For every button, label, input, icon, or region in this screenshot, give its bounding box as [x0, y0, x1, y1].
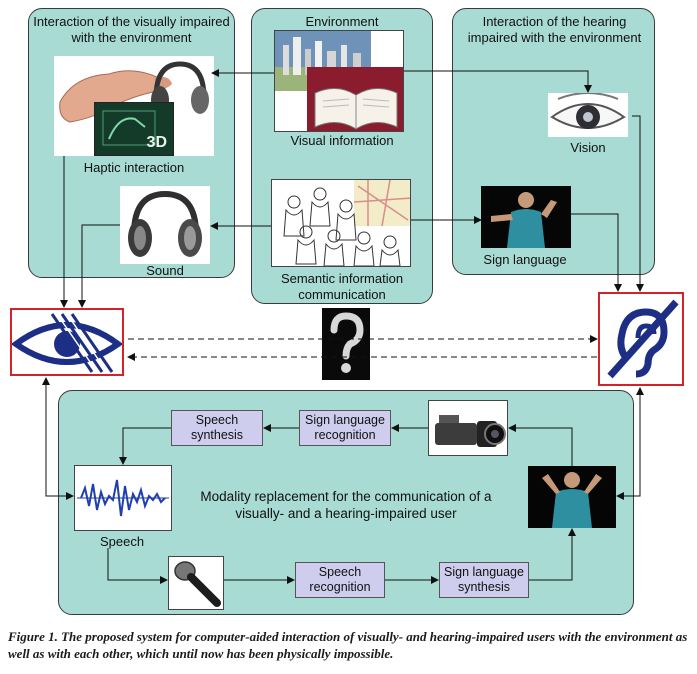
book-icon	[307, 67, 403, 131]
hearing-impaired-panel-title: Interaction of the hearing impaired with…	[467, 14, 642, 45]
speech-waveform-icon	[74, 465, 172, 531]
hearing-impaired-ear-icon	[598, 292, 684, 386]
3d-label: 3D	[146, 134, 167, 151]
speech-label: Speech	[100, 534, 145, 549]
sign-language-label: Sign language	[483, 252, 567, 267]
visually-impaired-eye-icon	[10, 308, 124, 376]
arrow-sound-to-eye	[78, 224, 120, 308]
speech-recognition-box: Speech recognition	[295, 562, 385, 598]
speech-synthesis-box: Speech synthesis	[171, 410, 263, 446]
people-sketch-icon	[283, 180, 410, 266]
arrow-signer-to-camera	[508, 424, 573, 466]
signer-avatar-icon	[491, 192, 557, 248]
arrow-sign-synthesis-to-signer	[529, 528, 576, 581]
figure-caption: Figure 1. The proposed system for comput…	[8, 629, 688, 661]
signer-avatar-output-icon	[542, 472, 602, 528]
sound-label: Sound	[146, 263, 184, 278]
sign-language-synthesis-box: Sign language synthesis	[439, 562, 529, 598]
haptic-image: 3D	[54, 56, 214, 156]
environment-panel-title: Environment	[305, 14, 379, 29]
arrow-sign-to-ear	[571, 213, 622, 292]
visual-information-image	[274, 30, 404, 132]
sign-language-image	[481, 186, 571, 248]
arrow-visual-to-vision	[404, 70, 592, 93]
arrow-waveform-to-mic	[107, 548, 168, 584]
semantic-information-image	[271, 179, 411, 267]
video-camera-icon	[428, 400, 508, 456]
arrow-synthesis-to-waveform	[119, 427, 171, 465]
vision-eye-icon	[548, 93, 628, 137]
microphone-icon	[168, 556, 224, 610]
visually-impaired-panel-title: Interaction of the visually impaired wit…	[33, 14, 230, 45]
arrow-vision-to-ear	[632, 115, 644, 292]
3d-screen-icon: 3D	[94, 102, 174, 156]
vision-label: Vision	[570, 140, 606, 155]
visual-information-label: Visual information	[290, 133, 394, 148]
sign-language-recognition-box: Sign language recognition	[299, 410, 391, 446]
semantic-information-label: Semantic information communication	[280, 271, 404, 302]
question-mark-icon	[322, 308, 370, 380]
arrow-eye-waveform	[42, 377, 74, 500]
sound-headphones-icon	[120, 186, 210, 264]
arrow-ear-signer	[616, 387, 644, 500]
sign-language-output-image	[528, 466, 616, 528]
modality-replacement-text: Modality replacement for the communicati…	[200, 489, 492, 521]
haptic-label: Haptic interaction	[83, 160, 185, 175]
